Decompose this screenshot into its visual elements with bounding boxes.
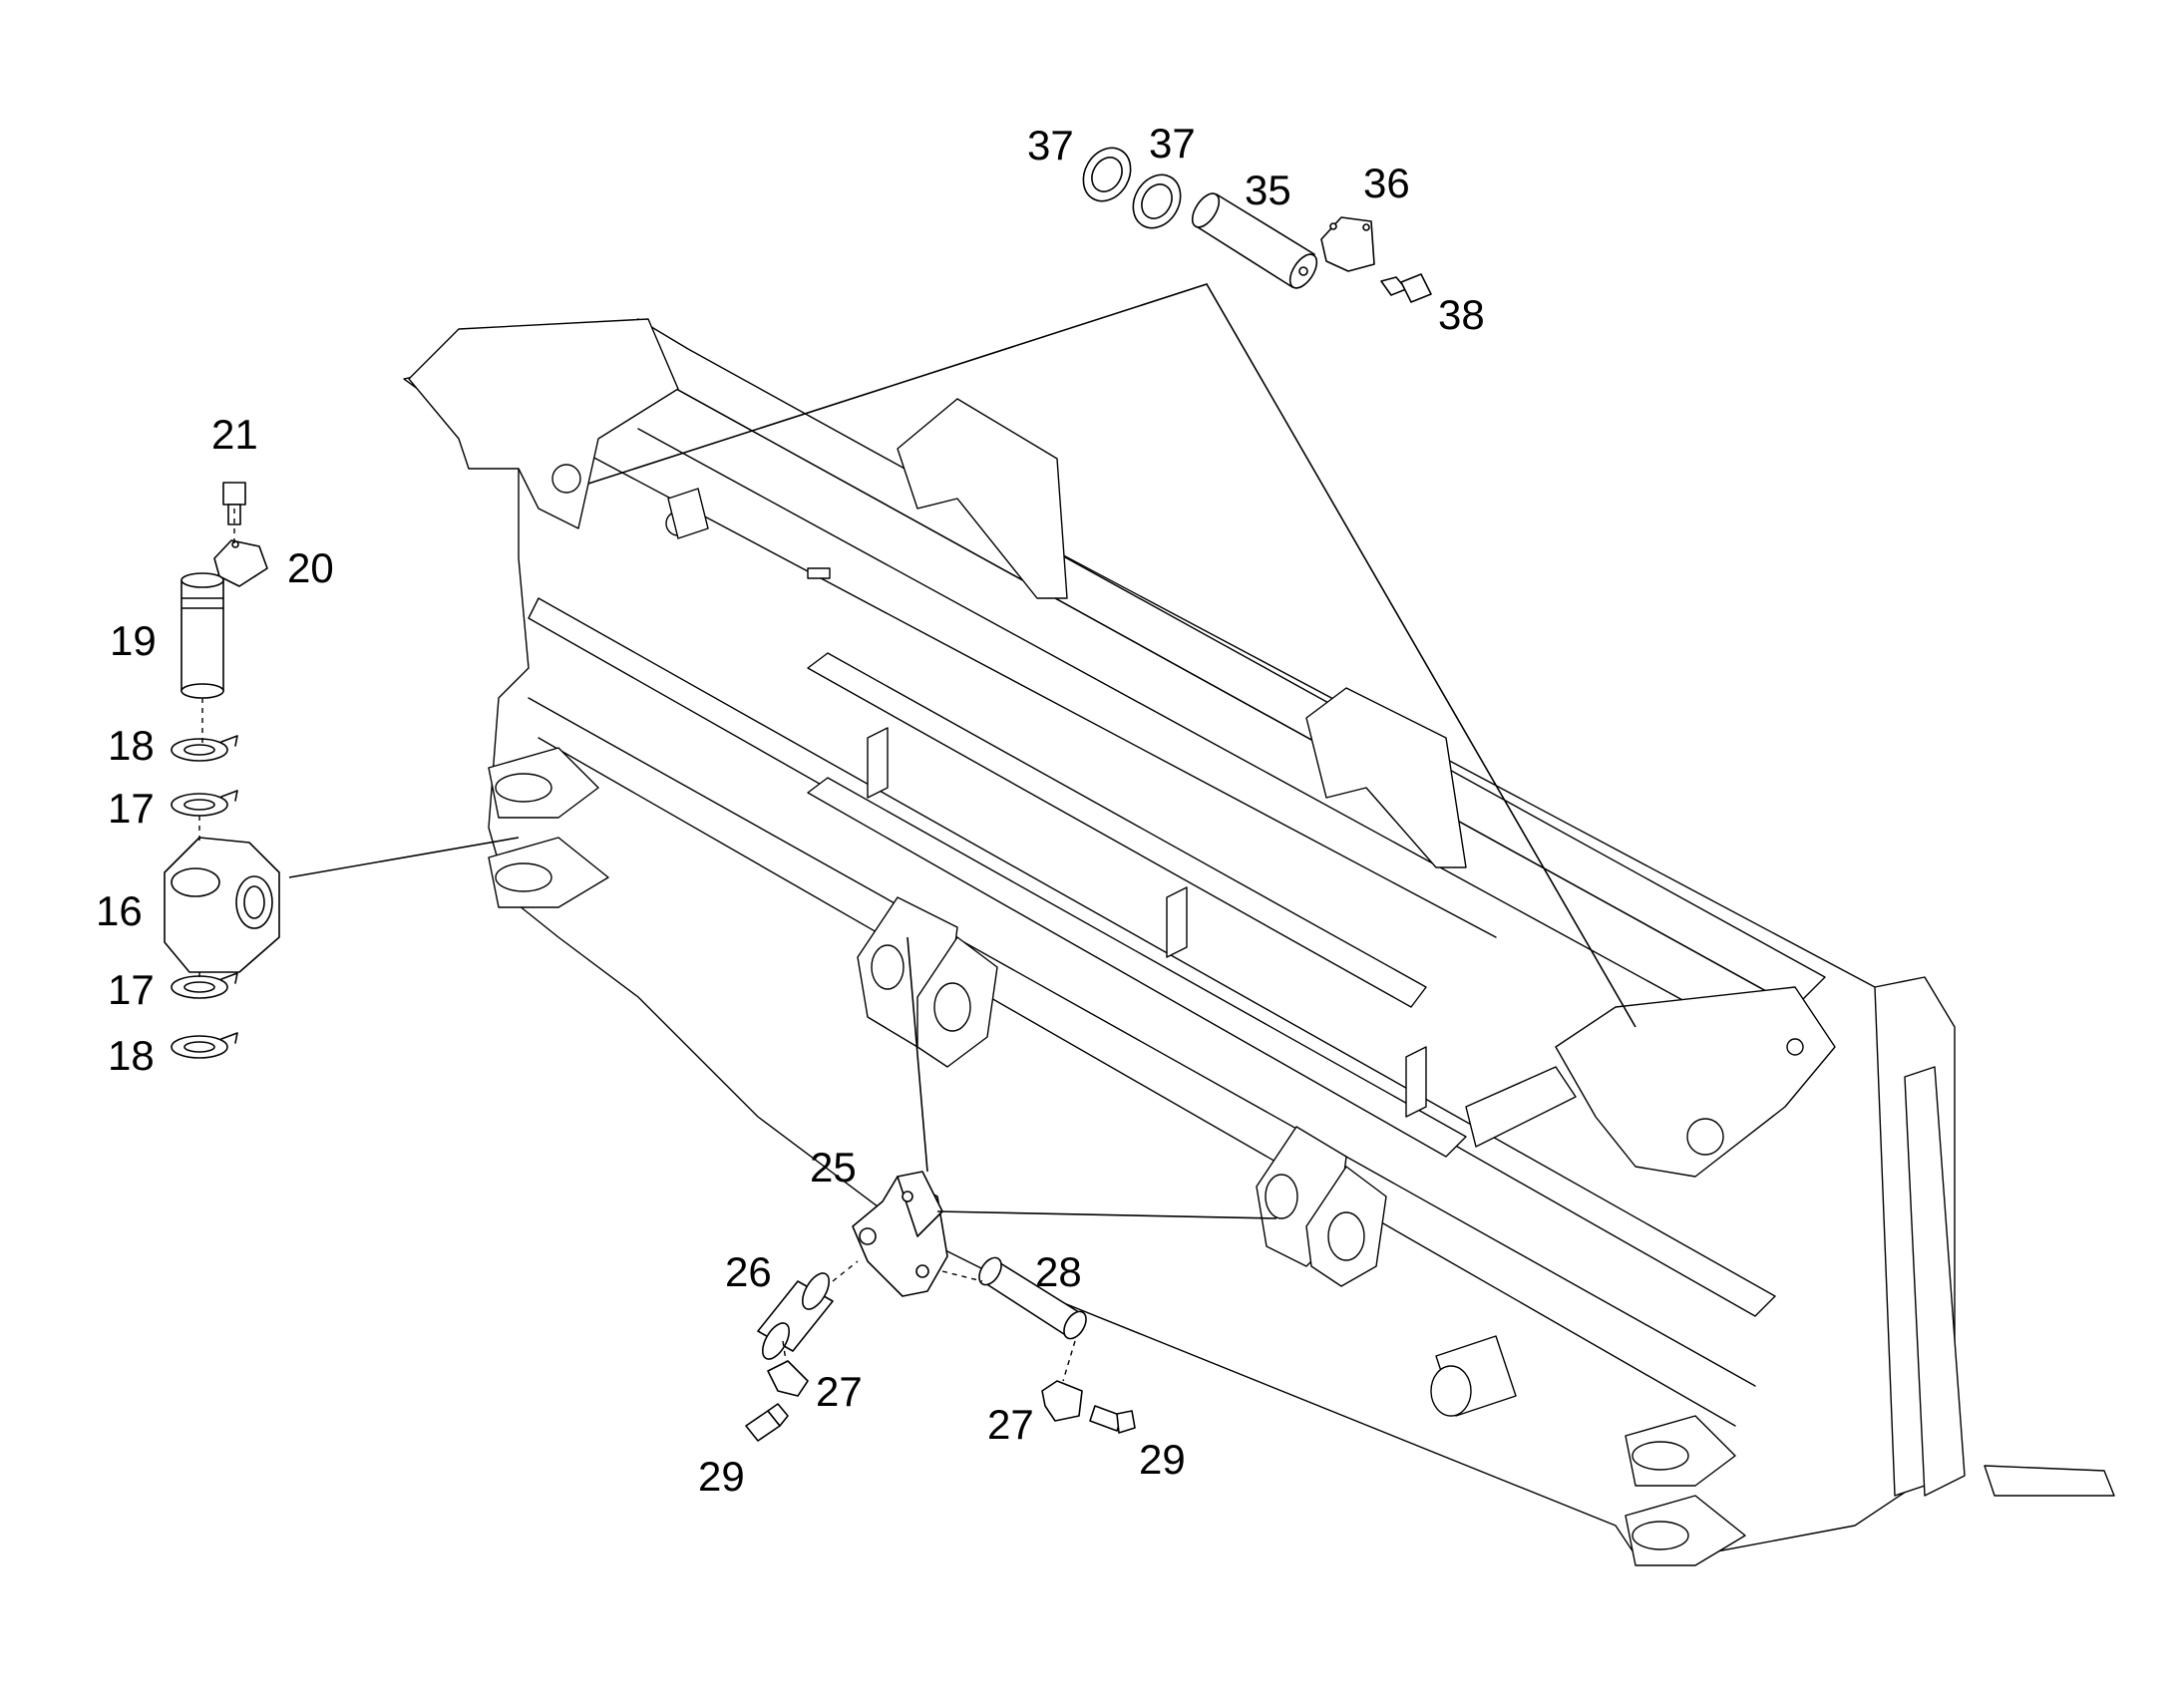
callout-16: 16	[96, 887, 143, 934]
bolt-29-right	[1089, 1405, 1136, 1434]
pin-19	[181, 572, 224, 699]
pin-35-assembly	[1082, 147, 1432, 303]
bushing-block-16	[164, 837, 280, 973]
callout-20: 20	[287, 544, 334, 591]
callout-29-right: 29	[1139, 1436, 1186, 1483]
callout-19: 19	[110, 617, 157, 664]
seal-ring-37b	[1132, 173, 1182, 229]
lock-bracket-25-assembly	[745, 1171, 1136, 1442]
callout-27-left: 27	[816, 1368, 863, 1415]
shim-washer-18-lower	[171, 1032, 238, 1059]
shim-washer-17-upper	[171, 790, 238, 817]
lock-plate-20	[213, 539, 268, 587]
shim-washer-18-upper	[171, 735, 238, 762]
callout-18-upper: 18	[108, 722, 155, 769]
callout-28: 28	[1035, 1248, 1082, 1295]
callout-37a: 37	[1027, 122, 1074, 169]
bolt-29-left	[745, 1403, 789, 1442]
assembly-lines	[198, 283, 1636, 1382]
lock-plate-27-right	[1041, 1380, 1083, 1422]
callout-36: 36	[1363, 160, 1410, 206]
shim-washer-17-lower	[171, 972, 238, 999]
callout-25: 25	[810, 1144, 857, 1191]
bolt-21	[222, 482, 246, 525]
callout-18-lower: 18	[108, 1032, 155, 1079]
pin-26	[757, 1272, 834, 1360]
lock-plate-27-left	[767, 1360, 809, 1397]
callout-26: 26	[725, 1248, 772, 1295]
pin-19-assembly	[164, 482, 280, 1059]
callout-29-left: 29	[698, 1453, 745, 1500]
callout-37b: 37	[1149, 120, 1196, 167]
callout-38: 38	[1438, 291, 1485, 338]
quick-coupler-frame	[403, 318, 2115, 1566]
callout-35: 35	[1245, 167, 1291, 213]
callout-17-lower: 17	[108, 966, 155, 1013]
pin-28	[978, 1256, 1087, 1340]
bolt-38	[1380, 273, 1432, 303]
callout-21: 21	[211, 411, 258, 458]
lock-bracket-25	[852, 1171, 948, 1297]
callout-27-right: 27	[987, 1401, 1034, 1448]
seal-ring-37a	[1082, 147, 1132, 202]
lock-plate-36	[1320, 216, 1375, 272]
pin-35	[1191, 192, 1318, 289]
callout-labels: 37 37 35 36 38 21 20 19 18 17 16 17 18 2…	[96, 120, 1485, 1500]
callout-17-upper: 17	[108, 785, 155, 832]
